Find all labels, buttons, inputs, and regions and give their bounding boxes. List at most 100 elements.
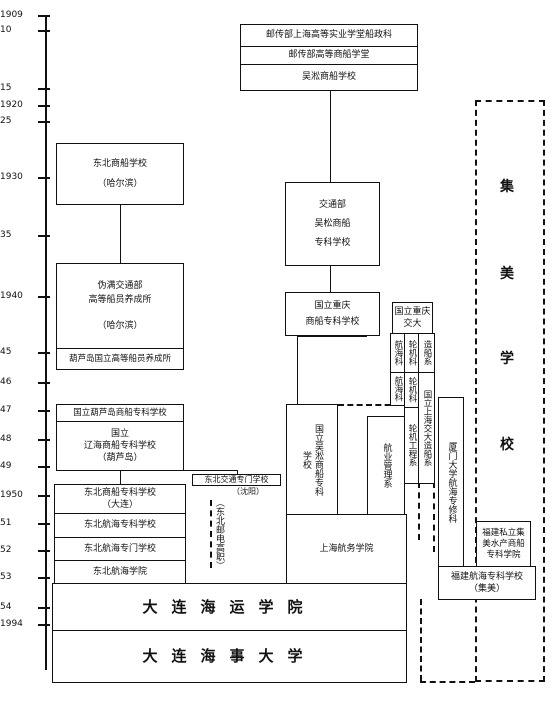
school-box-manchukuo: 伪满交通部 高等船员养成所 （哈尔滨）: [56, 263, 184, 349]
year-label: 10: [0, 25, 12, 35]
dept-box-eng2: 轮机科: [404, 372, 419, 408]
year-label: 1994: [0, 619, 23, 629]
school-name: 吴淞商船学校: [301, 72, 356, 82]
school-name: 福建私立集美水产商船专科学院: [482, 527, 525, 560]
school-name-line: （集美）: [468, 584, 505, 594]
school-name-line: 东北商船专科学校: [83, 488, 156, 498]
school-box-chongqing-jiaoda: 国立重庆交大: [392, 302, 433, 334]
year-label: 1930: [0, 172, 23, 182]
school-name-line: 国立重庆: [314, 301, 351, 311]
connector-line: [120, 205, 121, 263]
school-box-postal-shanghai: 邮传部上海高等实业学堂船政科: [240, 24, 418, 47]
school-box-dalian-maritime-institute: 大连海运学院: [52, 583, 407, 631]
school-name: 邮传部上海高等实业学堂船政科: [265, 30, 392, 40]
dashed-connector: [418, 482, 420, 540]
school-name: 厦门大学航海专修科: [446, 441, 457, 523]
school-box-wusong: 吴淞商船学校: [240, 64, 418, 91]
school-box-huludao-crew: 葫芦岛国立高等船员养成所: [56, 348, 184, 370]
school-name-line: （哈尔滨）: [97, 179, 143, 189]
school-box-chongqing-merchant: 国立重庆 商船专科学校: [285, 292, 380, 336]
school-name: 东北航海专科学校: [83, 520, 156, 530]
school-name: 邮传部高等商船学堂: [288, 50, 370, 60]
year-label: 51: [0, 518, 12, 528]
school-box-ne-navigation-school: 东北航海专门学校: [54, 537, 186, 561]
year-label: 1909: [0, 10, 23, 20]
school-box-fujian-private: 福建私立集美水产商船专科学院: [476, 521, 531, 567]
dashed-connector: [420, 681, 475, 683]
school-box-fujian-navigation: 福建航海专科学校 （集美）: [438, 566, 536, 600]
year-label: 49: [0, 461, 12, 471]
school-box-ne-merchant-dalian: 东北商船专科学校 （大连）: [54, 484, 186, 514]
school-name: 东北航海学院: [92, 566, 147, 577]
school-name-line: 吴松商船: [314, 218, 351, 229]
dashed-connector: [338, 404, 400, 406]
dept-box-ship: 造船系: [418, 333, 435, 373]
year-label: 54: [0, 602, 12, 612]
dept-name: 航海科: [393, 376, 403, 402]
school-box-shanghai-navigation: 上海航务学院: [286, 514, 407, 584]
year-label: 25: [0, 116, 12, 126]
timeline-axis: [45, 16, 47, 670]
school-box-huludao-merchant: 国立葫芦岛商船专科学校: [56, 404, 184, 422]
dept-box-nav2: 航海科: [390, 372, 405, 406]
school-name-line: 福建航海专科学校: [450, 572, 523, 582]
connector-line: [297, 336, 367, 337]
school-box-dalian-maritime-university: 大连海事大学: [52, 630, 407, 683]
jimei-char: 美: [500, 266, 514, 282]
school-name: 上海航务学院: [319, 543, 374, 554]
ne-jiaotong-location: （沈阳）: [232, 487, 264, 496]
school-box-ne-navigation-college: 东北航海专科学校: [54, 513, 186, 538]
school-name: 大连海事大学: [142, 647, 317, 665]
year-label: 1920: [0, 100, 23, 110]
dept-name: 国立上海交大造船系: [422, 389, 432, 467]
year-label: 1940: [0, 291, 23, 301]
school-box-postal-merchant: 邮传部高等商船学堂: [240, 46, 418, 65]
dept-box-jiaoda-shanghai: 国立上海交大造船系: [418, 372, 435, 484]
year-label: 53: [0, 572, 12, 582]
dept-box-nav1: 航海科: [390, 333, 405, 373]
dashed-connector: [420, 599, 422, 681]
year-label: 48: [0, 434, 12, 444]
year-label: 35: [0, 230, 12, 240]
connector-line: [120, 470, 121, 484]
school-name-line: （哈尔滨）: [97, 321, 143, 331]
year-label: 15: [0, 83, 12, 93]
connector-line: [237, 470, 238, 476]
school-name-line: （大连）: [101, 500, 138, 510]
school-box-ne-navigation-institute: 东北航海学院: [54, 560, 186, 584]
jimei-char: 学: [500, 351, 514, 367]
school-name: 国立重庆交大: [394, 307, 431, 329]
jimei-school-frame: [475, 100, 545, 682]
school-name-line: 交通部: [318, 199, 346, 210]
school-name: 国立葫芦岛商船专科学校: [73, 407, 167, 418]
dept-box-shipping-mgmt: 航业管理系: [367, 416, 405, 515]
school-name-line: （葫芦岛）: [97, 453, 143, 463]
year-label: 52: [0, 545, 12, 555]
dept-box-eng-dept: 轮机工程系: [404, 407, 419, 484]
dashed-connector: [210, 500, 212, 568]
school-box-northeast-merchant: 东北商船学校 （哈尔滨）: [56, 143, 184, 205]
dept-box-eng1: 轮机科: [404, 333, 419, 373]
connector-line: [330, 266, 331, 292]
school-name: 国立吴淞商船专科学校: [301, 423, 323, 496]
year-label: 47: [0, 405, 12, 415]
school-name-line: 商船专科学校: [305, 317, 360, 327]
connector-line: [330, 90, 331, 182]
school-box-jiaotong-wusong: 交通部 吴松商船 专科学校: [285, 182, 380, 266]
school-box-ne-jiaotong: 东北交通专门学校: [192, 474, 281, 486]
dept-name: 造船系: [422, 340, 432, 366]
school-name: 大连海运学院: [142, 597, 317, 616]
connector-line: [297, 336, 298, 404]
school-name-line: 东北商船学校: [92, 159, 147, 169]
dept-name: 轮机工程系: [407, 424, 417, 467]
school-box-liaohai: 国立 辽海商船专科学校 （葫芦岛）: [56, 421, 184, 471]
school-name-line: 国立: [110, 429, 129, 439]
school-name-line: 高等船员养成所: [88, 295, 152, 305]
jimei-char: 校: [500, 437, 514, 453]
school-name-line: 伪满交通部: [97, 281, 143, 291]
school-box-wusong-national: 国立吴淞商船专科学校: [286, 404, 338, 515]
dept-name: 轮机科: [407, 340, 417, 366]
school-name-line: 专科学校: [314, 237, 351, 248]
ne-postal-label: （东北邮电高职）: [214, 498, 224, 570]
dept-name: 轮机科: [407, 377, 417, 403]
